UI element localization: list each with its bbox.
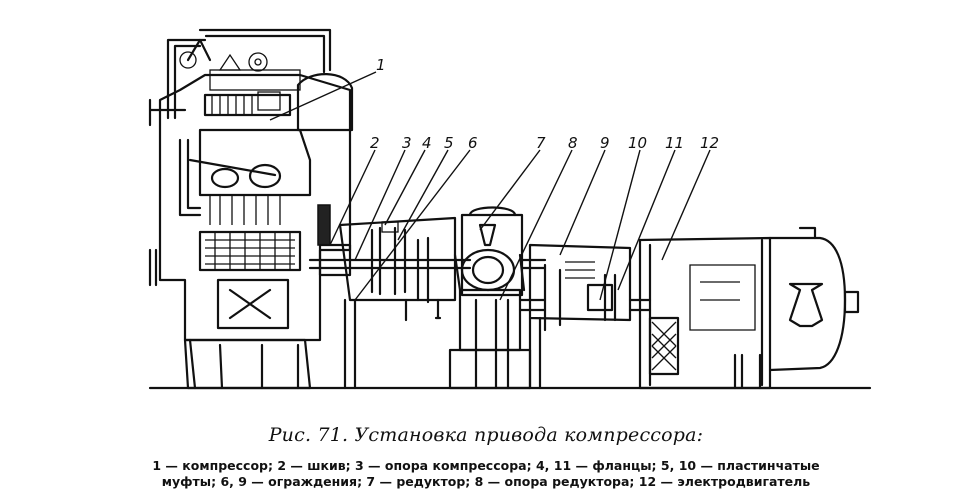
coupling-guard bbox=[518, 243, 632, 390]
callout-8: 8 bbox=[568, 134, 578, 152]
callout-10: 10 bbox=[628, 134, 647, 152]
electric-motor bbox=[628, 226, 860, 390]
callout-11: 11 bbox=[665, 134, 684, 152]
callout-2: 2 bbox=[370, 134, 380, 152]
leader-lines bbox=[269, 71, 711, 301]
pulley-and-coupling bbox=[308, 204, 472, 390]
legend-line-1: 1 — компрессор; 2 — шкив; 3 — опора комп… bbox=[152, 458, 820, 473]
figure-caption-title: Рис. 71. Установка привода компрессора: bbox=[268, 424, 704, 446]
figure-legend: 1 — компрессор; 2 — шкив; 3 — опора комп… bbox=[4, 458, 968, 490]
callout-5: 5 bbox=[444, 134, 454, 152]
callout-4: 4 bbox=[422, 134, 432, 152]
callout-9: 9 bbox=[600, 134, 610, 152]
compressor bbox=[148, 28, 354, 390]
callout-6: 6 bbox=[468, 134, 478, 152]
callout-12: 12 bbox=[700, 134, 719, 152]
callout-1: 1 bbox=[376, 56, 386, 74]
callout-7: 7 bbox=[536, 134, 546, 152]
legend-line-2: муфты; 6, 9 — ограждения; 7 — редуктор; … bbox=[161, 474, 811, 489]
compressor-drive-drawing: 1 2 3 4 5 6 7 8 9 10 11 12 bbox=[148, 28, 872, 390]
callout-3: 3 bbox=[402, 134, 412, 152]
